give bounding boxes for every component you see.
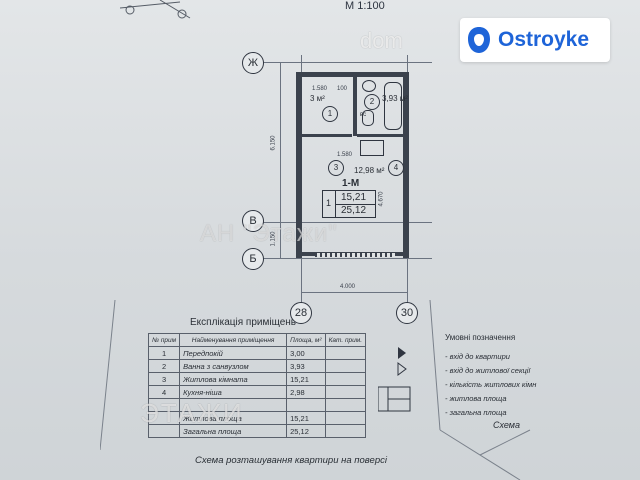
apartment-total-area: 25,12 [341, 205, 367, 216]
room-marker-1: 1 [322, 106, 338, 122]
axis-marker-zh: Ж [242, 52, 264, 74]
agency-watermark: АН "Этажи" [200, 220, 338, 247]
ostroyke-logo-icon [468, 27, 490, 53]
explication-table: № прим Найменування приміщення Площа, м²… [147, 333, 367, 438]
room1-area: 3 м² [310, 94, 325, 103]
dim-4000: 4.000 [340, 284, 356, 290]
wall-top [296, 72, 408, 77]
dim-line-vertical [280, 62, 281, 258]
table-row: Загальна площа 25,12 [147, 424, 367, 438]
table-row: 2 Ванна з санвузлом 3,93 [147, 359, 367, 373]
axis-line-zh [262, 62, 432, 63]
axis-marker-v: В [242, 210, 264, 232]
wall-partition-kitchen [357, 134, 403, 137]
dim-4670: 4.670 [378, 191, 385, 207]
north-arrow-marks [120, 0, 191, 19]
dim-6150: 6.150 [270, 135, 277, 151]
legend-item-rooms-count: - кількість житлових кімн [445, 380, 537, 389]
legend-item-entrance-section: - вхід до житлової секції [445, 366, 531, 375]
window-bottom [315, 253, 395, 257]
floor-scheme-caption: Схема розташування квартири на поверсі [195, 455, 387, 466]
room-marker-3: 3 [328, 160, 344, 176]
wall-partition-bath [353, 76, 357, 136]
sink [362, 80, 376, 92]
legend-title: Умовні позначення [445, 333, 516, 342]
row-num [147, 424, 181, 438]
row-cat [324, 424, 367, 438]
ostroyke-logo-text: Ostroyke [498, 28, 590, 51]
axis-marker-28: 28 [290, 302, 312, 324]
room-marker-2: 2 [364, 94, 380, 110]
room2-area: 3,93 м² [382, 94, 408, 103]
dim-100: 100 [337, 86, 348, 92]
axis-line-b [262, 258, 432, 259]
table-row: 3 Житлова кімната 15,21 [147, 372, 367, 386]
bottom-watermark: ЭТАЖИ [140, 398, 244, 428]
dom-watermark: dom [360, 28, 403, 53]
legend-item-entrance-apartment: - вхід до квартири [445, 352, 510, 361]
wall-right [403, 72, 409, 258]
apartment-living-area: 15,21 [341, 192, 367, 203]
scale-label: М 1:100 [345, 0, 385, 12]
table-row: 4 Кухня-ніша 2,98 [147, 385, 367, 399]
bathtub [384, 82, 402, 130]
ostroyke-logo: Ostroyke [460, 18, 610, 62]
apartment-divider-h [335, 204, 375, 205]
dim-1580-mid: 1.580 [337, 152, 353, 158]
apartment-label: 1-М [342, 178, 360, 189]
dim-1580-top: 1.580 [312, 86, 328, 92]
axis-marker-b: Б [242, 248, 264, 270]
apartment-rooms: 1 [326, 198, 332, 208]
legend-item-total-area: - загальна площа [445, 408, 507, 417]
right-caption: Схема [493, 420, 520, 430]
legend-item-living-area: - житлова площа [445, 394, 507, 403]
room34-area: 12,98 м² [354, 166, 385, 175]
row-name: Загальна площа [179, 424, 288, 438]
axis-line-v [262, 222, 432, 223]
row-area: 25,12 [286, 424, 326, 438]
sheet-frame-lines [100, 299, 531, 480]
toilet [362, 110, 374, 126]
explication-title: Експлікація приміщень [190, 317, 296, 328]
room-marker-4: 4 [388, 160, 404, 176]
dim-line-horizontal [301, 292, 407, 293]
wall-partition-mid [302, 134, 352, 137]
legend-symbols [378, 347, 411, 412]
wc-label: вс [360, 112, 367, 118]
stove [360, 140, 384, 156]
apartment-summary-box: 1 15,21 25,12 [322, 190, 376, 218]
axis-marker-30: 30 [396, 302, 418, 324]
wall-left [296, 72, 302, 258]
